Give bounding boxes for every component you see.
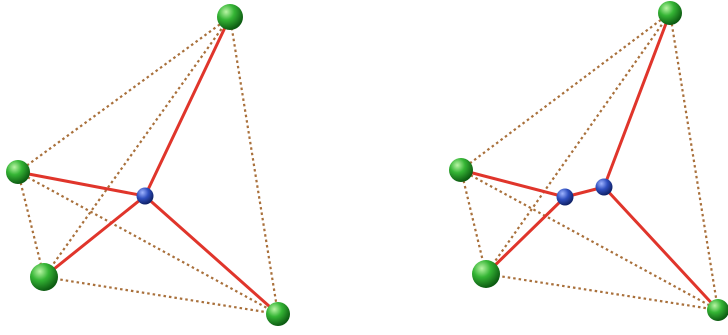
- left-solid-edges: [16, 15, 280, 316]
- dotted-edge: [668, 12, 720, 311]
- left-diagram: [6, 4, 290, 326]
- solid-edge: [602, 11, 672, 189]
- outer-node: [449, 158, 473, 182]
- dotted-edge: [228, 16, 280, 315]
- outer-node: [30, 263, 58, 291]
- solid-edge: [602, 185, 720, 312]
- right-nodes: [449, 1, 728, 321]
- outer-node: [472, 260, 500, 288]
- solid-edge: [143, 15, 232, 198]
- inner-node: [136, 187, 154, 205]
- outer-node: [6, 160, 30, 184]
- dotted-edge: [43, 16, 231, 278]
- dotted-edge: [17, 16, 231, 173]
- dotted-edge: [16, 171, 46, 278]
- inner-node: [595, 178, 613, 196]
- solid-edge: [143, 194, 280, 316]
- solid-edge: [459, 168, 567, 199]
- right-diagram: [449, 1, 728, 321]
- dotted-edge: [43, 275, 279, 316]
- solid-edge: [42, 194, 147, 279]
- inner-node: [556, 188, 574, 206]
- dotted-edge: [485, 272, 719, 312]
- outer-node: [707, 299, 728, 321]
- outer-node: [658, 1, 682, 25]
- solid-edge: [16, 170, 147, 198]
- outer-node: [217, 4, 243, 30]
- left-nodes: [6, 4, 290, 326]
- outer-node: [266, 302, 290, 326]
- right-solid-edges: [459, 11, 720, 312]
- right-dotted-edges: [459, 12, 720, 312]
- left-dotted-edges: [16, 16, 280, 316]
- dotted-edge: [485, 12, 671, 275]
- dotted-edge: [460, 169, 719, 311]
- dotted-edge: [459, 169, 488, 275]
- solid-edge: [484, 195, 567, 276]
